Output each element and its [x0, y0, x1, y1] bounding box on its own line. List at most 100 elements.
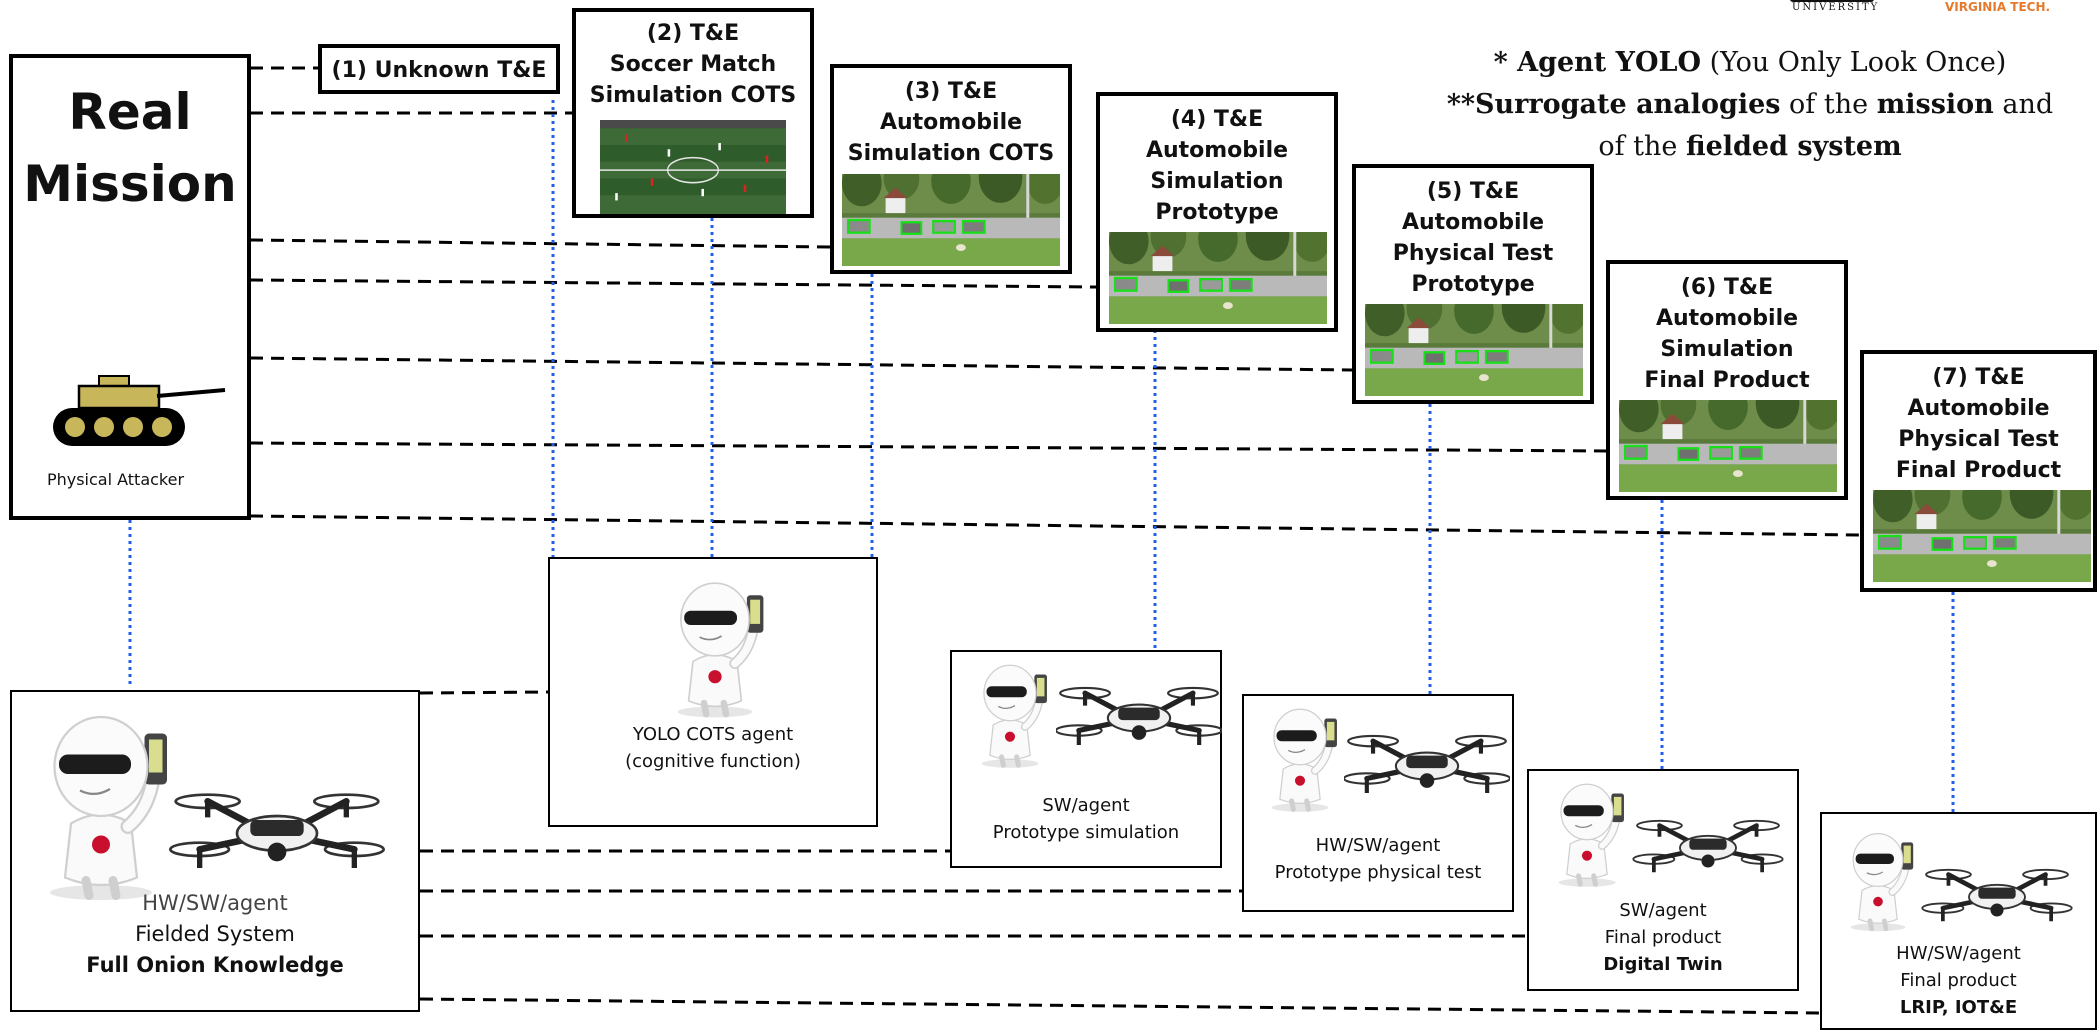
te-box-3-title: (3) T&E Automobile Simulation COTS [834, 76, 1068, 169]
real-mission-title: Real Mission [13, 76, 247, 220]
caption-line: (cognitive function) [625, 751, 801, 772]
te-box-6-auto-sim-final: (6) T&E Automobile Simulation Final Prod… [1606, 260, 1848, 500]
te-box-4-title: (4) T&E Automobile Simulation Prototype [1100, 104, 1334, 228]
caption-line: HW/SW/agent [142, 891, 288, 915]
agent-box-digital-twin: SW/agent Final product Digital Twin [1527, 769, 1799, 991]
te-box-5-title: (5) T&E Automobile Physical Test Prototy… [1356, 176, 1590, 300]
te-box-title-line: Prototype [1411, 272, 1535, 297]
te-box-title-line: Soccer Match [609, 52, 777, 77]
robot-agent-icon [26, 704, 176, 904]
te-box-title-line: Physical Test [1392, 241, 1554, 266]
robot-agent-icon [660, 573, 770, 721]
te-box-2-title: (2) T&E Soccer Match Simulation COTS [576, 18, 810, 111]
te-box-1-title: (1) Unknown T&E [322, 55, 556, 86]
note-text: of the [1598, 131, 1686, 162]
te-box-title-line: Automobile [1145, 138, 1289, 163]
te-box-title-line: Automobile [879, 110, 1023, 135]
caption-line-bold: Digital Twin [1603, 954, 1723, 975]
drone-icon [162, 772, 392, 892]
te-box-2-soccer: (2) T&E Soccer Match Simulation COTS [572, 8, 814, 218]
prototype-physical-caption: HW/SW/agent Prototype physical test [1244, 832, 1512, 886]
te-box-title-line: (6) T&E [1680, 275, 1774, 300]
physical-attacker-label: Physical Attacker [46, 470, 185, 489]
robot-agent-icon [968, 658, 1052, 770]
te-box-title-line: Simulation COTS [589, 83, 797, 108]
street-scene-image [1873, 490, 2091, 582]
caption-line: Final product [1900, 970, 2017, 991]
caption-line: Prototype physical test [1274, 862, 1482, 883]
dashed-links [249, 66, 1861, 1015]
caption-line: SW/agent [1619, 900, 1707, 921]
dotted-links [128, 100, 1955, 812]
te-box-5-auto-phys-prototype: (5) T&E Automobile Physical Test Prototy… [1352, 164, 1594, 404]
te-box-4-auto-sim-prototype: (4) T&E Automobile Simulation Prototype [1096, 92, 1338, 332]
virginia-tech-logo: VIRGINIA TECH. [1945, 0, 2051, 14]
real-mission-box: Real Mission Physical Attacker [9, 54, 251, 520]
yolo-cots-caption: YOLO COTS agent (cognitive function) [550, 721, 876, 775]
agent-box-prototype-physical: HW/SW/agent Prototype physical test [1242, 694, 1514, 912]
te-box-title-line: (4) T&E [1170, 107, 1264, 132]
agent-box-prototype-simulation: SW/agent Prototype simulation [950, 650, 1222, 868]
university-logo: UNIVERSITY [1772, 0, 1892, 18]
agent-box-fielded-system: HW/SW/agent Fielded System Full Onion Kn… [10, 690, 420, 1012]
lrip-caption: HW/SW/agent Final product LRIP, IOT&E [1822, 940, 2095, 1021]
te-box-3-auto-sim-cots: (3) T&E Automobile Simulation COTS [830, 64, 1072, 274]
real-mission-title-line: Real [68, 83, 192, 141]
te-box-title-line: Physical Test [1898, 427, 2059, 452]
robot-agent-icon [1545, 777, 1629, 889]
digital-twin-caption: SW/agent Final product Digital Twin [1529, 897, 1797, 978]
te-box-6-title: (6) T&E Automobile Simulation Final Prod… [1610, 272, 1844, 396]
te-box-title-line: (2) T&E [646, 21, 740, 46]
te-box-title-line: (1) Unknown T&E [331, 58, 547, 83]
note-agent-yolo: * Agent YOLO [1493, 47, 1701, 78]
note-surrogate: **Surrogate analogies [1446, 89, 1781, 120]
legend-notes: * Agent YOLO (You Only Look Once) **Surr… [1430, 42, 2070, 168]
caption-line: YOLO COTS agent [632, 724, 794, 745]
robot-agent-icon [1258, 702, 1342, 814]
note-yolo-expansion: (You Only Look Once) [1700, 47, 2007, 78]
caption-line: Prototype simulation [992, 822, 1180, 843]
caption-line: HW/SW/agent [1315, 835, 1441, 856]
caption-line: HW/SW/agent [1896, 943, 2021, 964]
caption-line: Fielded System [135, 922, 295, 946]
note-mission: mission [1876, 89, 1994, 120]
note-fielded-system: fielded system [1685, 131, 1902, 162]
caption-line-bold: Full Onion Knowledge [86, 953, 344, 977]
street-scene-image [842, 174, 1060, 266]
street-scene-image [1365, 304, 1583, 396]
drone-icon [1056, 670, 1222, 764]
te-box-7-auto-phys-final: (7) T&E Automobile Physical Test Final P… [1860, 350, 2097, 592]
note-text: of the [1780, 89, 1877, 120]
te-box-title-line: Automobile [1401, 210, 1545, 235]
te-box-title-line: Final Product [1644, 368, 1810, 393]
te-box-title-line: Automobile [1655, 306, 1799, 331]
agent-box-yolo-cots: YOLO COTS agent (cognitive function) [548, 557, 878, 827]
real-mission-title-line: Mission [23, 155, 237, 213]
street-scene-image [1109, 232, 1327, 324]
robot-agent-icon [1838, 826, 1918, 934]
tank-icon [53, 375, 226, 446]
caption-line-bold: LRIP, IOT&E [1899, 997, 2018, 1018]
te-box-title-line: Prototype [1155, 200, 1279, 225]
te-box-title-line: Simulation [1150, 169, 1284, 194]
te-box-title-line: (7) T&E [1932, 365, 2025, 390]
drone-icon [1625, 805, 1791, 889]
caption-line: SW/agent [1042, 795, 1130, 816]
te-box-1-unknown: (1) Unknown T&E [318, 44, 560, 94]
agent-box-lrip: HW/SW/agent Final product LRIP, IOT&E [1820, 812, 2097, 1030]
te-box-title-line: Final Product [1895, 458, 2062, 483]
te-box-title-line: (3) T&E [904, 79, 998, 104]
te-box-title-line: Automobile [1907, 396, 2050, 421]
te-box-title-line: Simulation COTS [847, 141, 1055, 166]
te-box-title-line: (5) T&E [1426, 179, 1520, 204]
caption-line: Final product [1604, 927, 1722, 948]
university-logo-text: UNIVERSITY [1792, 2, 1880, 13]
prototype-simulation-caption: SW/agent Prototype simulation [952, 792, 1220, 846]
te-box-title-line: Simulation [1660, 337, 1794, 362]
te-box-7-title: (7) T&E Automobile Physical Test Final P… [1864, 362, 2093, 486]
note-text: and [1993, 89, 2054, 120]
drone-icon [1914, 854, 2080, 938]
drone-icon [1344, 718, 1510, 812]
street-scene-image [1619, 400, 1837, 492]
